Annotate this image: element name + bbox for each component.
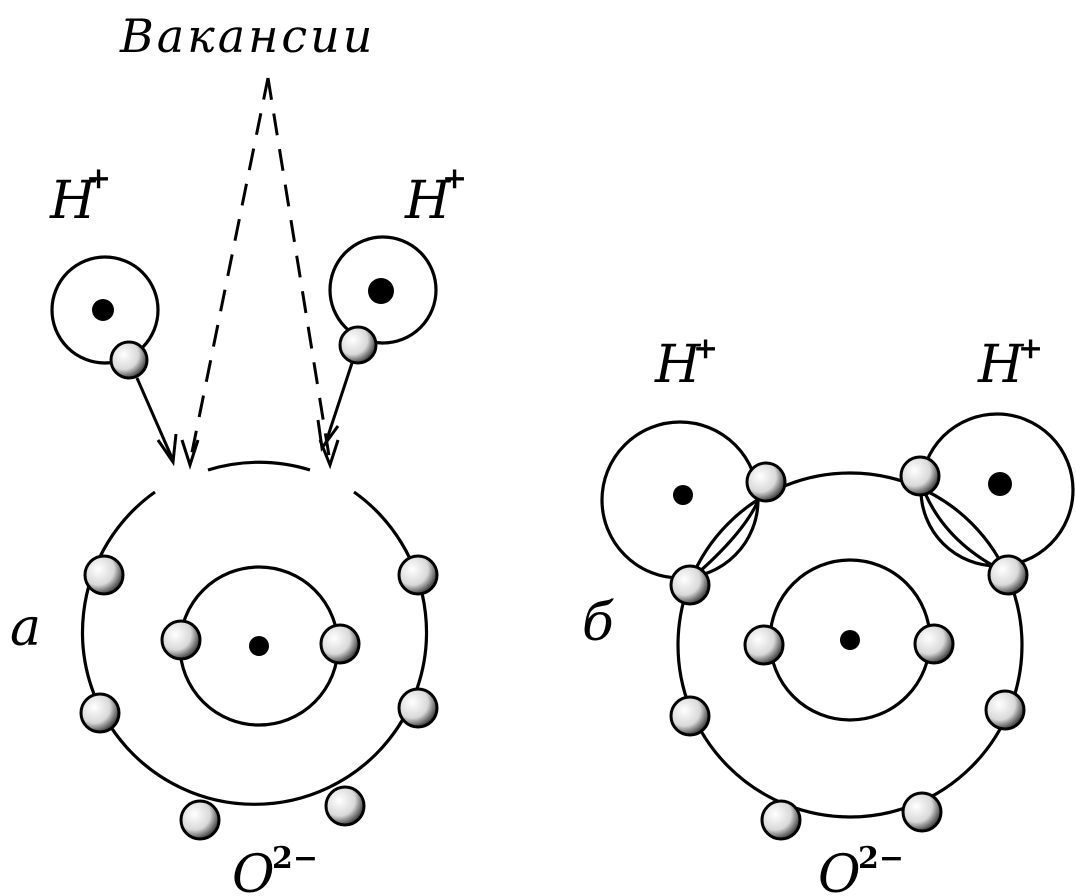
hydrogen-right-orbit — [328, 235, 438, 345]
oxygen-a-outer-electron-3 — [179, 799, 221, 841]
hydrogen-b-right-label: H — [977, 335, 1025, 395]
hydrogen-b-left-label: H — [654, 335, 702, 395]
panel-b-label: б — [582, 593, 614, 653]
vacancy-pointer-left — [188, 77, 270, 463]
oxygen-b-outer-electron-1 — [669, 695, 711, 737]
panel-a-label: а — [10, 598, 41, 658]
oxygen-b-shared-electron-right-1 — [899, 455, 941, 497]
vacancy-pointer-right — [266, 77, 332, 463]
hydrogen-b-right-nucleus — [988, 472, 1012, 496]
hydrogen-right-arrowhead — [316, 419, 340, 452]
oxygen-a-outer-orbit — [207, 460, 311, 472]
hydrogen-b-left-charge: + — [693, 331, 718, 366]
oxygen-b-outer-orbit — [676, 471, 1024, 819]
oxygen-a-inner-electron-right — [319, 623, 361, 665]
oxygen-a-inner-electron-left — [160, 619, 202, 661]
oxygen-a-outer-electron-2 — [79, 692, 121, 734]
hydrogen-b-left-nucleus — [673, 485, 693, 505]
oxygen-a-label: O — [232, 845, 275, 896]
hydrogen-left-electron — [109, 340, 149, 380]
hydrogen-right-electron — [338, 325, 378, 365]
hydrogen-right-label: H — [404, 171, 452, 231]
oxygen-b-inner-electron-left — [743, 624, 785, 666]
oxygen-b-inner-electron-right — [913, 623, 955, 665]
hydrogen-atom-left: H + — [49, 161, 178, 467]
oxygen-a-charge: 2− — [272, 841, 318, 876]
oxygen-ion-a: O 2− — [79, 460, 439, 896]
oxygen-b-outer-electron-2 — [760, 799, 802, 841]
oxygen-a-nucleus — [249, 636, 269, 656]
hydrogen-right-arrow — [324, 362, 354, 443]
hydrogen-right-nucleus — [368, 278, 394, 304]
oxygen-a-outer-electron-1 — [83, 554, 125, 596]
hydrogen-b-right — [918, 412, 1075, 574]
hydrogen-left-arrow — [135, 377, 174, 459]
hydrogen-b-left — [600, 420, 766, 582]
oxygen-b-outer-electron-4 — [984, 689, 1026, 731]
oxygen-a-outer-electron-4 — [324, 785, 366, 827]
oxygen-b-nucleus — [840, 630, 860, 650]
hydrogen-left-nucleus — [92, 299, 114, 321]
hydrogen-left-label: H — [49, 171, 97, 231]
panel-a: H + H + — [10, 161, 467, 896]
oxygen-a-outer-electron-6 — [397, 554, 439, 596]
hydrogen-left-arrowhead — [156, 433, 178, 467]
oxygen-b-shared-electron-right-2 — [987, 554, 1029, 596]
hydrogen-left-charge: + — [86, 161, 111, 196]
oxygen-a-outer-electron-5 — [397, 687, 439, 729]
vacancy-pointer-left-head — [180, 439, 200, 470]
oxygen-ion-b: O 2− — [669, 455, 1029, 896]
oxygen-b-shared-electron-left-1 — [745, 461, 787, 503]
hydrogen-left-orbit — [50, 255, 160, 365]
oxygen-a-outer-orbit-main — [80, 490, 429, 806]
oxygen-b-outer-electron-3 — [901, 791, 943, 833]
oxygen-b-charge: 2− — [858, 841, 904, 876]
hydrogen-b-right-charge: + — [1018, 331, 1043, 366]
hydrogen-atom-right: H + — [316, 161, 467, 452]
hydrogen-right-charge: + — [442, 161, 467, 196]
oxygen-b-shared-electron-left-2 — [669, 564, 711, 606]
vacancy-pointer-lines — [180, 77, 340, 470]
panel-b: H + H + — [582, 331, 1075, 896]
vacancies-title: Вакансии — [119, 9, 375, 63]
oxygen-b-label: O — [818, 845, 861, 896]
